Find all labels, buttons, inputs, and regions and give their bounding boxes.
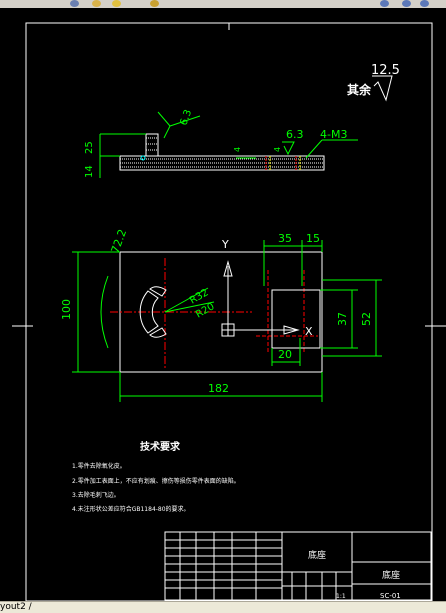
axis-y: Y: [221, 238, 229, 251]
dim-small-b: 4: [273, 147, 282, 152]
plot-icon[interactable]: [402, 0, 411, 7]
layer-lock-icon[interactable]: [92, 0, 101, 7]
dim-angle: 72.2: [109, 228, 130, 255]
dim-slot-height: 37: [336, 312, 349, 326]
surface-finish: 6.3: [286, 128, 304, 141]
roughness-label: 其余: [347, 82, 372, 97]
dim-length: 182: [208, 382, 229, 395]
company-name: 底座: [382, 569, 400, 581]
roughness-symbol: 12.5 其余: [347, 63, 400, 102]
weld-finish: 6.3: [178, 108, 194, 127]
axis-x: X: [305, 325, 313, 338]
front-view: R32 R20 Y X 100 72.2 35 15 37: [60, 228, 382, 402]
layout-tabs-bar: yout2 /: [0, 601, 446, 613]
drawing-code: SC-01: [380, 592, 401, 600]
dim-right-height: 52: [360, 312, 373, 326]
side-view: 6.3 25 14 4 4 6.3 4-M3: [84, 108, 358, 178]
dim-top-right: 15: [306, 232, 320, 245]
dim-slot-width: 20: [278, 348, 292, 361]
layer-color-icon[interactable]: [112, 0, 121, 7]
drawing-canvas[interactable]: 12.5 其余 6.3 25 14 4 4 6.3 4-: [0, 8, 446, 602]
roughness-value: 12.5: [371, 63, 400, 78]
requirement-item: 1.零件去除氧化皮。: [72, 463, 126, 470]
requirements-title: 技术要求: [140, 440, 181, 453]
part-name: 底座: [308, 549, 326, 561]
match-prop-icon[interactable]: [150, 0, 159, 7]
dim-height-top: 25: [84, 141, 95, 154]
layer-prev-icon[interactable]: [380, 0, 389, 7]
drawing-scale: 1:1: [336, 593, 346, 600]
requirement-item: 4.未注形状公差应符合GB1184-80的要求。: [72, 506, 190, 513]
dim-small-a: 4: [233, 147, 242, 152]
title-block: 底座 底座 SC-01 1:1: [164, 531, 432, 601]
requirement-item: 2.零件加工表面上，不应有划痕、擦伤等损伤零件表面的缺陷。: [72, 478, 240, 485]
layout-tab[interactable]: yout2 /: [0, 602, 32, 612]
requirement-item: 3.去除毛刺飞边。: [72, 492, 120, 499]
dim-height: 100: [60, 299, 73, 320]
thread-note: 4-M3: [320, 128, 347, 141]
layer-state-icon[interactable]: [70, 0, 79, 7]
dim-height-bottom: 14: [84, 165, 95, 178]
dim-top-left: 35: [278, 232, 292, 245]
cad-drawing[interactable]: 12.5 其余 6.3 25 14 4 4 6.3 4-: [0, 8, 446, 602]
layer-walk-icon[interactable]: [420, 0, 429, 7]
toolbar: [0, 0, 446, 8]
